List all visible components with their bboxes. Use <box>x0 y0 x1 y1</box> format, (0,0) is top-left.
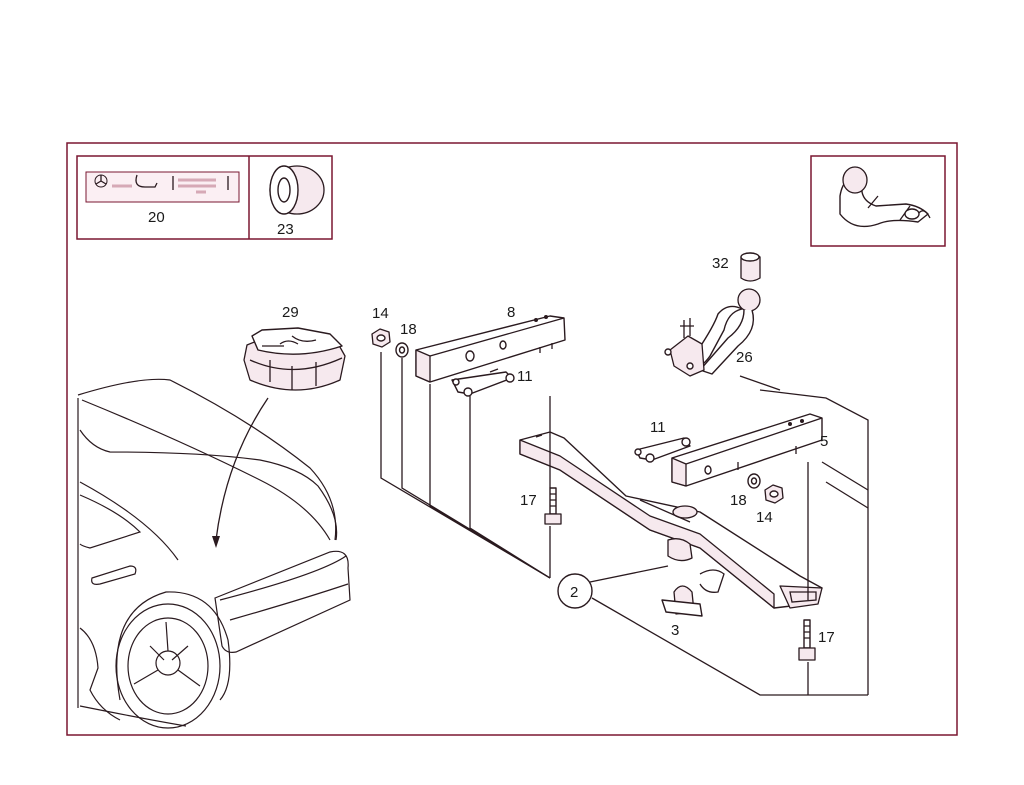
callout-circle-2 <box>557 573 593 609</box>
part-label-18-top: 18 <box>400 321 417 338</box>
car-rear-outline <box>77 378 351 729</box>
socket-part-3 <box>661 585 703 617</box>
part-label-32: 32 <box>712 255 729 272</box>
part-label-20: 20 <box>148 209 165 226</box>
part-label-14-right: 14 <box>756 509 773 526</box>
assembly-leader-lines <box>380 352 869 696</box>
part-label-17-left: 17 <box>520 492 537 509</box>
coupling-cap-32 <box>740 252 761 282</box>
inset-label-sticker-box: 20 23 <box>76 155 333 240</box>
side-bracket-5 <box>671 413 823 487</box>
diagram-frame <box>66 142 958 736</box>
install-arrow-head <box>212 536 220 548</box>
side-bracket-8 <box>415 315 566 383</box>
sticker-label-20 <box>85 171 240 203</box>
part-label-8: 8 <box>507 304 515 321</box>
part-label-14-top: 14 <box>372 305 389 322</box>
part-label-26: 26 <box>736 349 753 366</box>
crossmember-2 <box>519 431 823 609</box>
bolt-17-right <box>798 619 816 661</box>
install-arrow <box>215 397 269 541</box>
bolts-11-right <box>634 437 691 463</box>
inset-coupling-detail-box <box>810 155 946 247</box>
part-label-11-right: 11 <box>650 419 666 436</box>
part-label-29: 29 <box>282 304 299 321</box>
washer-18-right <box>747 473 761 489</box>
bolt-17-left <box>544 487 562 525</box>
nut-14-top <box>371 328 391 348</box>
part-label-17-right: 17 <box>818 629 835 646</box>
nut-14-right <box>764 484 784 504</box>
spare-wheel-insert-29 <box>243 327 346 391</box>
washer-18-top <box>395 342 409 358</box>
part-label-3: 3 <box>671 622 679 639</box>
part-label-23: 23 <box>277 221 294 238</box>
bolts-11-left <box>451 368 515 397</box>
part-label-2: 2 <box>570 584 578 601</box>
part-label-11-left: 11 <box>517 368 533 385</box>
rubber-ring-23 <box>269 165 325 215</box>
part-label-5: 5 <box>820 433 828 450</box>
part-label-18-right: 18 <box>730 492 747 509</box>
detachable-ball-coupling-26 <box>664 288 761 377</box>
